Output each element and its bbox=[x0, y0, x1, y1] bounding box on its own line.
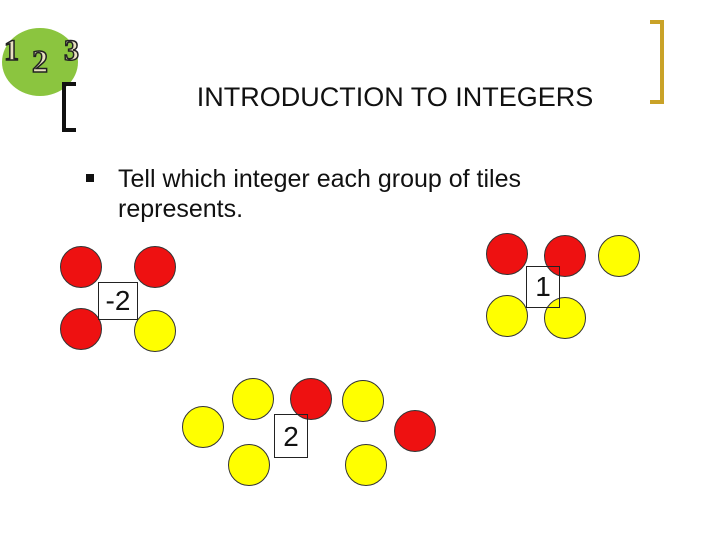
logo-digit-2: 2 bbox=[32, 43, 48, 79]
red-tile bbox=[544, 235, 586, 277]
bullet-text: Tell which integer each group of tiles r… bbox=[118, 165, 522, 223]
group-2-answer: 1 bbox=[526, 266, 560, 308]
red-tile bbox=[486, 233, 528, 275]
red-tile bbox=[394, 410, 436, 452]
red-tile bbox=[60, 308, 102, 350]
slide-title: INTRODUCTION TO INTEGERS bbox=[196, 82, 594, 112]
yellow-tile bbox=[544, 297, 586, 339]
yellow-tile bbox=[486, 295, 528, 337]
yellow-tile bbox=[232, 378, 274, 420]
yellow-tile bbox=[345, 444, 387, 486]
yellow-tile bbox=[182, 406, 224, 448]
logo-digit-3: 3 bbox=[64, 34, 79, 67]
numbers-logo: 1 2 3 bbox=[2, 28, 80, 96]
red-tile bbox=[290, 378, 332, 420]
square-bullet-icon bbox=[86, 174, 94, 182]
right-bracket-decoration bbox=[650, 20, 664, 104]
yellow-tile bbox=[342, 380, 384, 422]
group-3-answer: 2 bbox=[274, 414, 308, 458]
yellow-tile bbox=[134, 310, 176, 352]
logo-digit-1: 1 bbox=[4, 34, 19, 67]
left-bracket-decoration bbox=[62, 82, 76, 132]
red-tile bbox=[134, 246, 176, 288]
red-tile bbox=[60, 246, 102, 288]
yellow-tile bbox=[598, 235, 640, 277]
logo-green-blob-icon bbox=[2, 28, 78, 96]
yellow-tile bbox=[228, 444, 270, 486]
group-1-answer: -2 bbox=[98, 282, 138, 320]
